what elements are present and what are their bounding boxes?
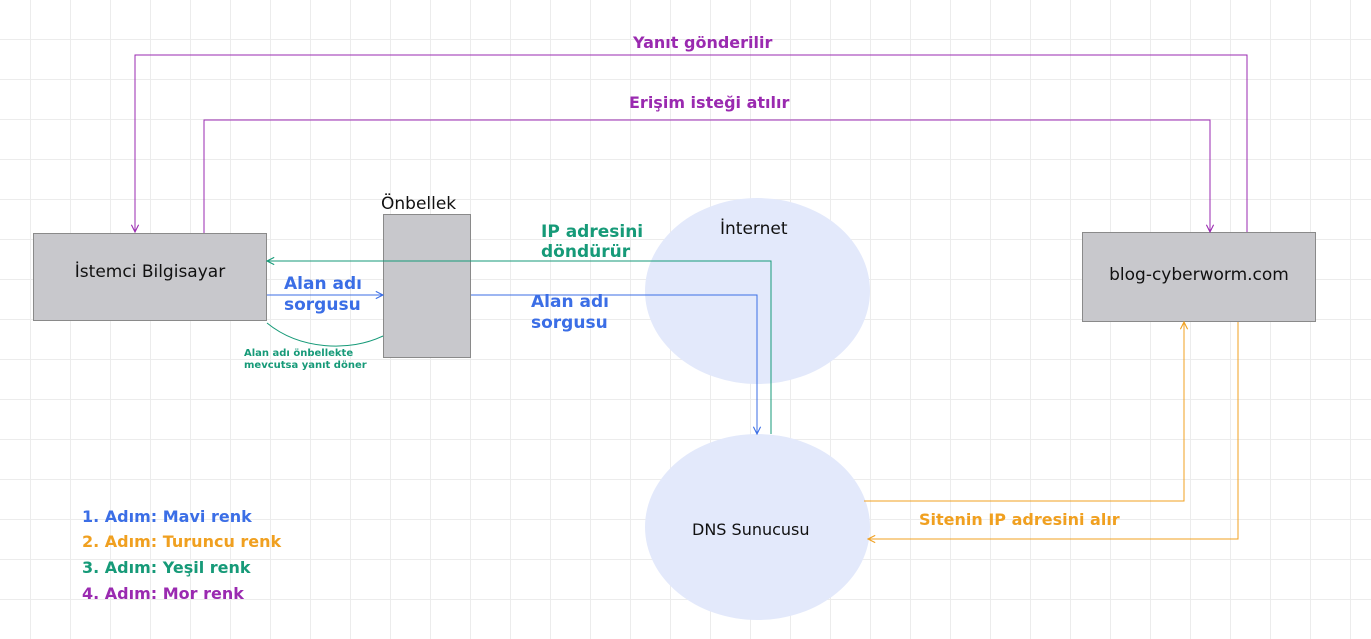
cache-title: Önbellek	[381, 194, 457, 214]
cache-node	[383, 214, 471, 358]
return-ip-label-line2: döndürür	[541, 242, 631, 262]
site-ip-label: Sitenin IP adresini alır	[919, 510, 1120, 529]
internet-label: İnternet	[720, 219, 788, 239]
dns-query-label-line1: Alan adı	[531, 292, 609, 312]
cache-hit-label-line2: mevcutsa yanıt döner	[244, 360, 367, 371]
website-label: blog-cyberworm.com	[1109, 265, 1289, 285]
website-node: blog-cyberworm.com	[1082, 232, 1316, 322]
client-computer-label: İstemci Bilgisayar	[74, 262, 226, 282]
return-ip-label-line1: IP adresini	[541, 222, 644, 242]
legend-step-3: 3. Adım: Yeşil renk	[82, 558, 251, 577]
access-request-label: Erişim isteği atılır	[629, 93, 790, 112]
client-query-label-line1: Alan adı	[284, 274, 362, 294]
legend-step-2: 2. Adım: Turuncu renk	[82, 532, 282, 551]
response-arrow	[135, 54, 1248, 232]
dns-server-label: DNS Sunucusu	[692, 520, 810, 539]
client-computer-node: İstemci Bilgisayar	[33, 233, 267, 321]
dns-query-label-line2: sorgusu	[531, 313, 608, 333]
dns-query-arrow	[471, 294, 757, 434]
client-query-label-line2: sorgusu	[284, 295, 361, 315]
response-label: Yanıt gönderilir	[633, 33, 773, 52]
legend-step-4: 4. Adım: Mor renk	[82, 584, 244, 603]
site-to-dns-arrow	[868, 322, 1239, 539]
cache-hit-curve	[266, 322, 384, 347]
dns-server-node	[645, 434, 870, 620]
return-ip-arrow	[267, 261, 772, 434]
access-request-arrow	[203, 119, 1210, 233]
legend-step-1: 1. Adım: Mavi renk	[82, 507, 252, 526]
dns-to-site-arrow	[864, 322, 1184, 502]
cache-hit-label-line1: Alan adı önbellekte	[244, 348, 354, 359]
